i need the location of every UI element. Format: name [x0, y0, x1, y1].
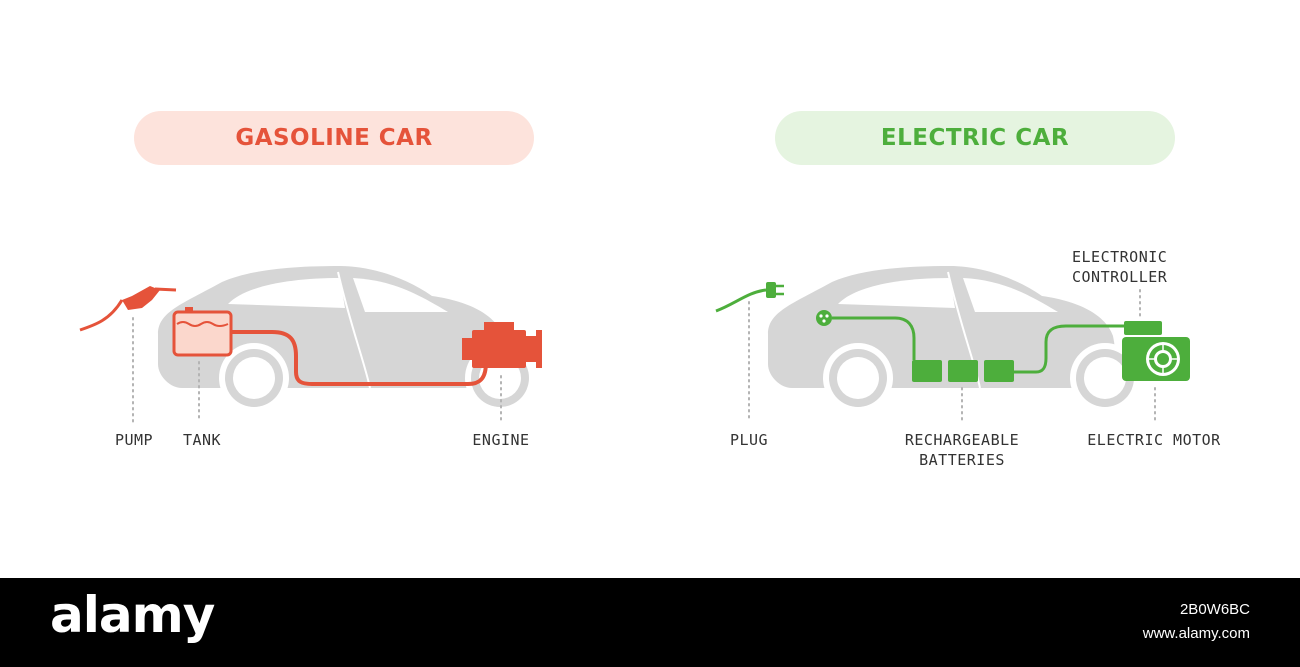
battery-to-controller-wire	[1014, 324, 1126, 374]
plug-cable	[715, 288, 767, 313]
electric-car	[768, 266, 1140, 413]
electric-car-title-badge: ELECTRIC CAR	[775, 111, 1175, 165]
electric-rear-wheel	[1084, 357, 1126, 399]
plug-icon	[715, 282, 784, 313]
controller-label: ELECTRONIC CONTROLLER	[1072, 247, 1167, 287]
fuel-nozzle	[122, 286, 160, 310]
gasoline-car-door-line	[337, 271, 371, 389]
battery-pack-icon	[912, 360, 1014, 382]
charging-socket-icon	[816, 310, 832, 326]
fuel-pump-icon	[79, 286, 177, 332]
electric-leader-lines	[748, 289, 1156, 425]
diagram-canvas: GASOLINE CAR ELECTRIC CAR	[79, 111, 1221, 470]
batteries-label: RECHARGEABLE BATTERIES	[905, 430, 1019, 470]
engine-icon	[462, 322, 542, 368]
electric-motor-icon	[1122, 337, 1190, 381]
gasoline-car-title-badge: GASOLINE CAR	[134, 111, 534, 165]
site-url: www.alamy.com	[1142, 625, 1250, 642]
batteries-label-line2: BATTERIES	[919, 451, 1005, 469]
tank-label: TANK	[182, 431, 222, 449]
fuel-tank-icon	[172, 307, 233, 357]
engine-label: ENGINE	[472, 431, 530, 449]
gasoline-car-title: GASOLINE CAR	[235, 125, 433, 151]
electronic-controller-icon	[1124, 321, 1162, 335]
gasoline-leader-lines	[132, 317, 502, 423]
footer-bar	[0, 578, 1300, 667]
electric-car-door-line	[947, 271, 981, 389]
pump-label: PUMP	[114, 431, 154, 449]
fuel-line	[231, 330, 488, 386]
car-comparison-illustration	[79, 266, 1190, 425]
electric-motor-label: ELECTRIC MOTOR	[1087, 431, 1221, 449]
gasoline-front-wheel	[233, 357, 275, 399]
electric-car-title: ELECTRIC CAR	[880, 125, 1070, 151]
image-id: 2B0W6BC	[1179, 601, 1250, 618]
batteries-label-line1: RECHARGEABLE	[904, 431, 1020, 449]
plug-label: PLUG	[729, 431, 769, 449]
charging-wire	[832, 316, 916, 360]
electric-front-wheel	[837, 357, 879, 399]
electric-car-windows	[838, 278, 1058, 312]
controller-label-line1: ELECTRONIC	[1072, 248, 1168, 266]
fuel-nozzle-spout	[154, 287, 177, 292]
fuel-hose	[79, 299, 124, 332]
gasoline-car-windows	[228, 278, 448, 312]
brand-logo: alamy	[50, 586, 215, 644]
controller-label-line2: CONTROLLER	[1072, 268, 1168, 286]
image-id-block: 2B0W6BC www.alamy.com	[1143, 598, 1250, 646]
